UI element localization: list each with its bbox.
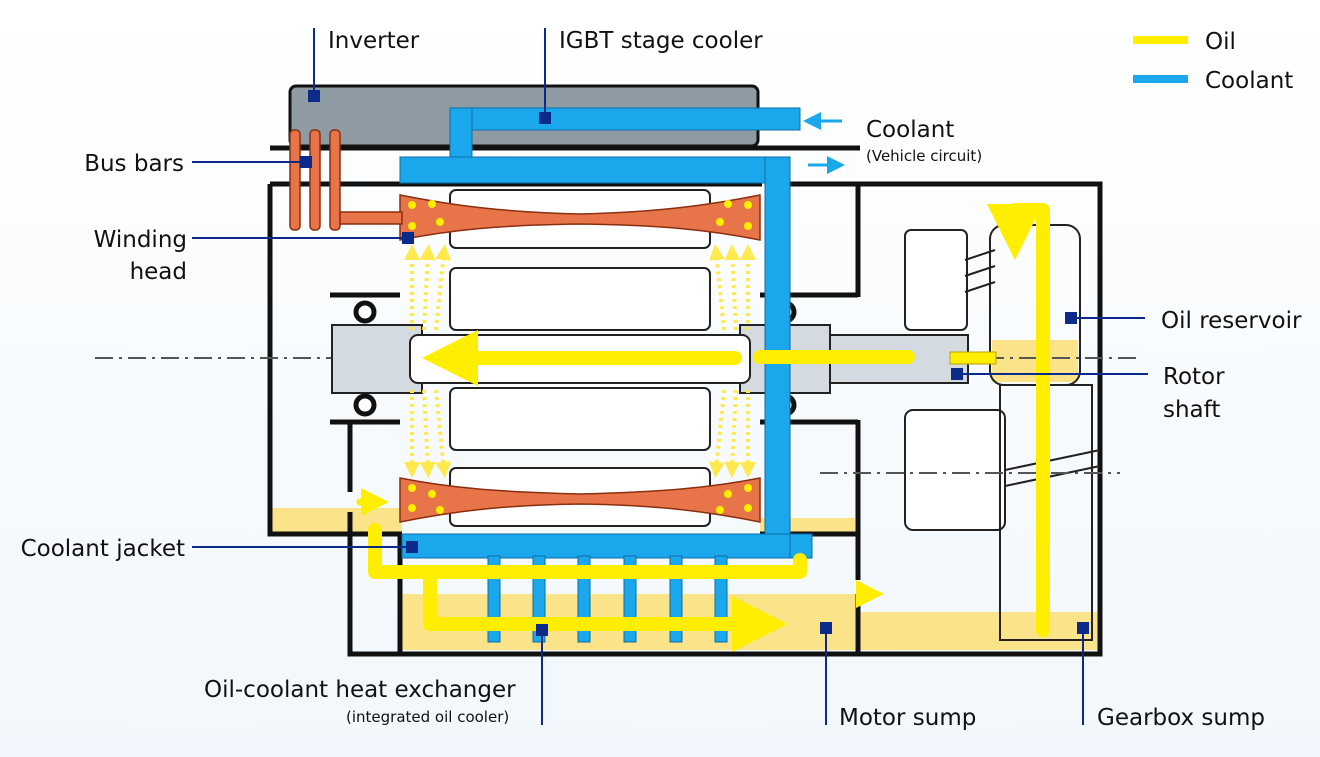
bus-bars-label: Bus bars <box>84 151 184 177</box>
legend-coolant-swatch <box>1133 75 1188 83</box>
winding-dots <box>408 200 752 514</box>
rotor-shaft-label-1: Rotor <box>1163 364 1225 390</box>
coolant-sub-label: (Vehicle circuit) <box>866 147 983 165</box>
coolant-label: Coolant <box>866 117 955 143</box>
housing-bottom-oil <box>272 508 402 532</box>
rotor-shaft-label-2: shaft <box>1163 397 1221 423</box>
gearbox-sump-label: Gearbox sump <box>1097 705 1265 731</box>
gearbox <box>904 224 1101 641</box>
oil-spray <box>404 244 756 478</box>
winding-head-label-2: head <box>129 259 187 285</box>
heat-exchanger-label: Oil-coolant heat exchanger <box>204 677 516 703</box>
legend-oil-swatch <box>1133 36 1188 44</box>
oil-reservoir-label: Oil reservoir <box>1161 308 1302 334</box>
reservoir-oil <box>992 340 1078 382</box>
oil-pump-inlet <box>949 351 997 365</box>
legend-oil-label: Oil <box>1205 29 1236 55</box>
legend-coolant-label: Coolant <box>1205 68 1294 94</box>
windings <box>289 129 761 523</box>
legend <box>1133 36 1188 83</box>
inverter-label: Inverter <box>328 28 420 54</box>
gearbox-sump-oil <box>858 612 1098 650</box>
heat-exchanger-sub-label: (integrated oil cooler) <box>346 708 510 726</box>
callouts <box>192 28 1148 725</box>
motor-housing <box>267 145 1103 657</box>
motor-sump-label: Motor sump <box>839 705 977 731</box>
coolant-jacket-label: Coolant jacket <box>20 536 185 562</box>
igbt-cooler-label: IGBT stage cooler <box>559 28 763 54</box>
winding-head-label-1: Winding <box>93 227 187 253</box>
